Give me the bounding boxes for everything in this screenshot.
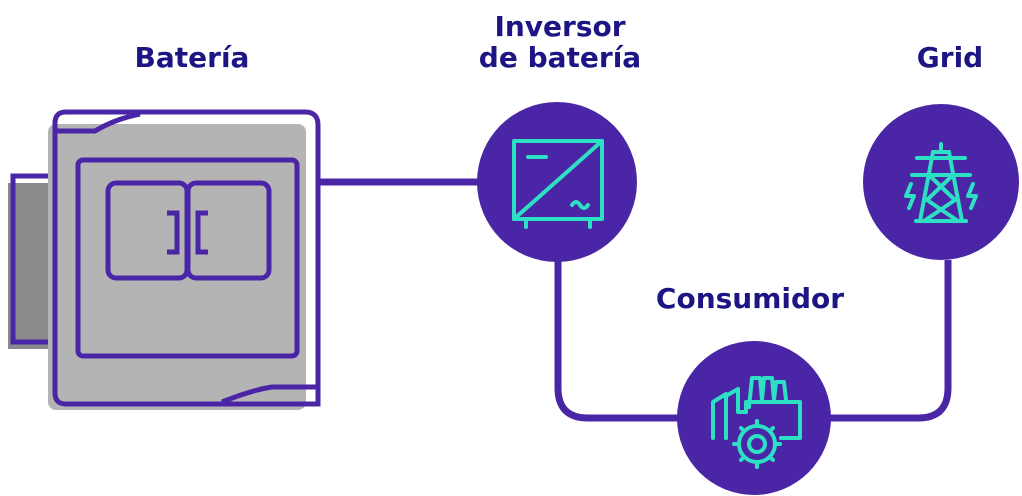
battery-bottom-curve [221,384,316,405]
grid-label: Grid [916,41,984,74]
consumer-label: Consumidor [655,282,845,315]
consumer-node [677,341,831,495]
inverter-label: Inversor de batería [460,11,660,73]
battery-body [48,124,306,410]
factory-gear-icon [711,376,802,469]
battery-outline [52,109,321,407]
dc-ac-inverter-icon [512,139,604,229]
connector-inverter-consumer [554,255,686,422]
grid-circle [863,104,1019,260]
connector-consumer-grid [822,260,952,422]
battery-door-right [185,180,272,281]
inverter-node [477,102,637,262]
battery-cabinet-icon [8,109,321,410]
power-pylon-icon [904,142,978,223]
battery-handle-left [167,210,180,255]
battery-front-panel [75,157,300,359]
consumer-circle [677,341,831,495]
battery-label: Batería [134,41,250,74]
battery-handle-right [195,210,208,255]
inverter-label-line2: de batería [478,41,642,74]
battery-top-curve [57,111,141,134]
grid-node [863,104,1019,260]
inverter-label-line1: Inversor [494,10,626,43]
